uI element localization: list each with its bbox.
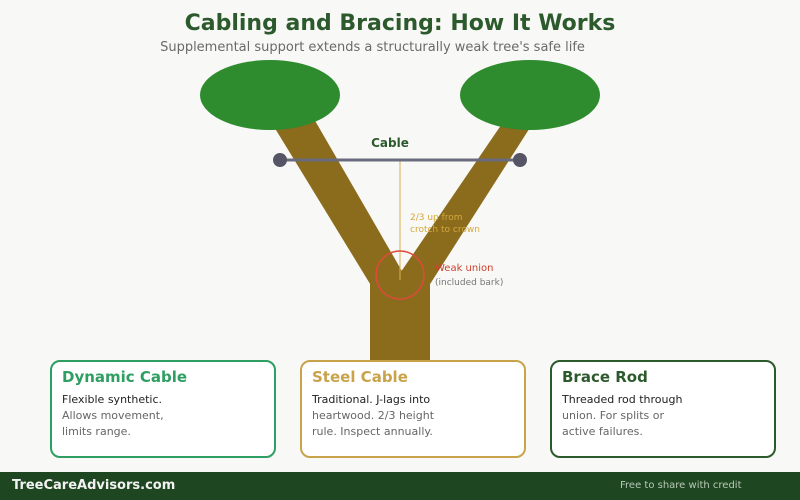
page-subtitle: Supplemental support extends a structura… [160,40,585,55]
left-cable-anchor [273,153,287,167]
card-steel-cable: Steel Cable Traditional. J-lags into hea… [300,360,526,458]
card-text-line: active failures. [562,425,643,438]
card-text-line: limits range. [62,425,131,438]
left-limb [265,112,410,292]
card-text-line: union. For splits or [562,409,664,422]
height-note-line-1: 2/3 up from [410,213,463,223]
card-text-line: Threaded rod through [562,393,683,406]
height-note-line-2: crotch to crown [410,225,480,235]
card-text-line: Flexible synthetic. [62,393,163,406]
card-text-line: rule. Inspect annually. [312,425,433,438]
page-title: Cabling and Bracing: How It Works [184,11,616,36]
right-cable-anchor [513,153,527,167]
card-title: Brace Rod [562,368,648,386]
footer-credit-note: Free to share with credit [620,480,742,491]
footer-brand-link[interactable]: TreeCareAdvisors.com [12,478,176,493]
weak-union-label: Weak union [435,263,493,274]
card-title: Dynamic Cable [62,368,188,386]
card-title: Steel Cable [312,368,408,386]
card-text-line: Allows movement, [62,409,164,422]
weak-union-note: (included bark) [435,278,503,288]
tree-trunk [370,283,430,360]
cable-label: Cable [371,136,409,150]
left-canopy [200,60,340,130]
right-limb [392,112,540,292]
card-text-line: Traditional. J-lags into [312,393,431,406]
card-text-line: heartwood. 2/3 height [312,409,435,422]
weak-union-ring [375,250,425,300]
footer-bar: TreeCareAdvisors.com Free to share with … [0,472,800,500]
card-brace-rod: Brace Rod Threaded rod through union. Fo… [550,360,776,458]
right-canopy [460,60,600,130]
crotch [370,285,430,295]
card-dynamic-cable: Dynamic Cable Flexible synthetic. Allows… [50,360,276,458]
